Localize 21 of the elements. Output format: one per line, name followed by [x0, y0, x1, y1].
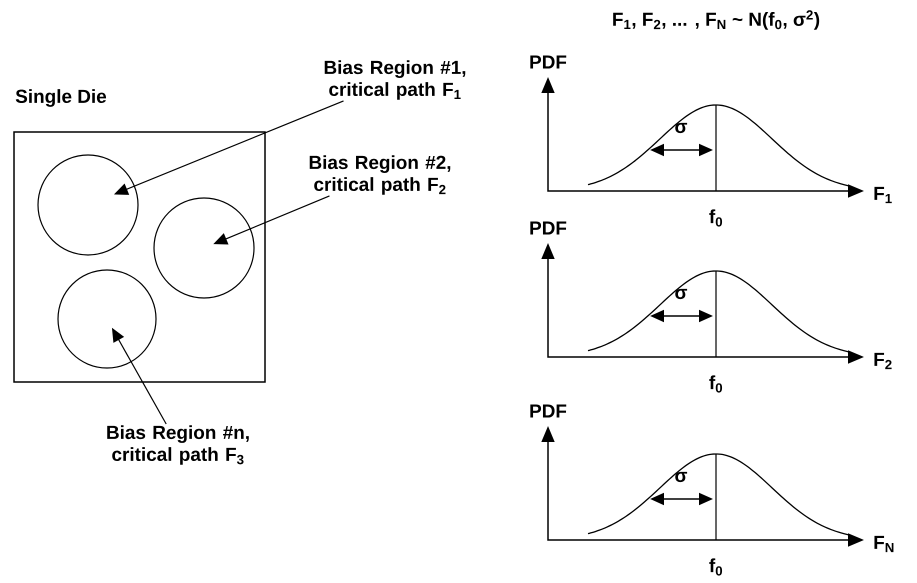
- sigma-label: σ: [675, 288, 688, 300]
- axis-label: PDF: [530, 221, 566, 234]
- region-circle: [153, 197, 255, 299]
- region-circle: [37, 154, 139, 256]
- die-box: Single Die: [13, 89, 266, 383]
- region-label: Bias Region #2, critical path F$_{2}$: [310, 155, 450, 195]
- axis-label: F$_{1}$: [874, 186, 892, 204]
- sigma-label: σ: [675, 122, 688, 134]
- region-circle: [57, 269, 157, 369]
- axis-label: F$_{N}$: [874, 536, 894, 552]
- mean-label: f$_{0}$: [709, 209, 722, 227]
- mean-label: f$_{0}$: [709, 375, 722, 393]
- axis-label: F$_{2}$: [874, 352, 892, 370]
- mean-label: f$_{0}$: [709, 558, 722, 576]
- axis-label: PDF: [530, 404, 566, 418]
- title: F$_{1}$, F$_{2}$, ... , F$_{N}$ ~ N(f$_{0}$, σ$^{2}$): [613, 10, 820, 30]
- node-label: Single Die: [16, 89, 106, 107]
- sigma-label: σ: [675, 472, 688, 482]
- region-label: Bias Region #n, critical path F$_{3}$: [107, 425, 249, 465]
- axis-label: PDF: [530, 55, 566, 68]
- region-label: Bias Region #1, critical path F$_{1}$: [324, 60, 466, 100]
